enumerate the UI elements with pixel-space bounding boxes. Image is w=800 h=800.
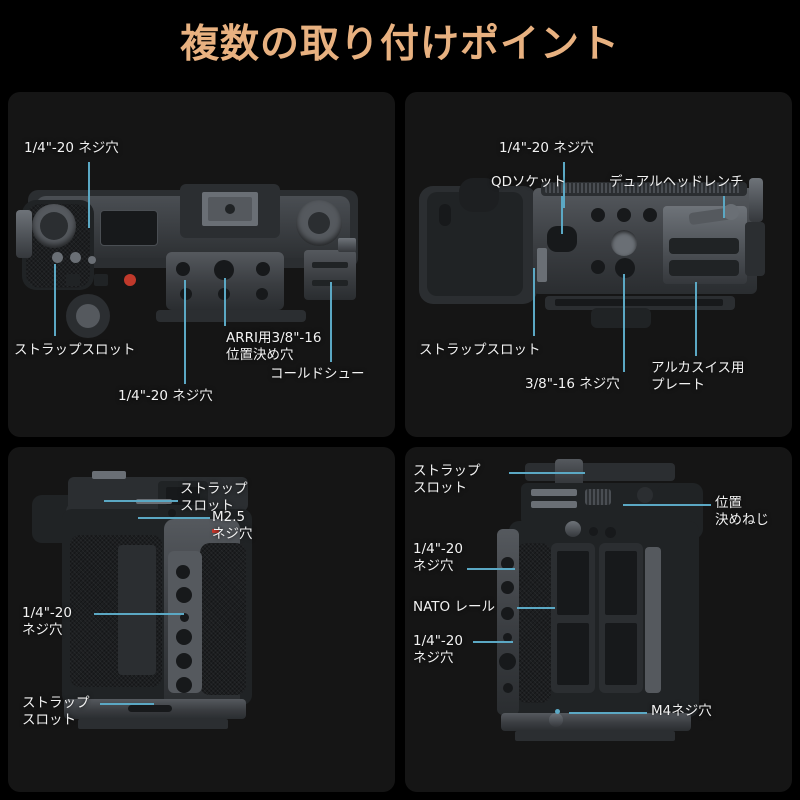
leader-quarter-20-screw-hole [467,568,515,570]
label-three-eighths-16-screw-hole: 3/8"-16 ネジ穴 [525,376,620,392]
label-arri-locating-hole: ARRI用3/8"-16 位置決め穴 [226,330,322,364]
page-title: 複数の取り付けポイント [179,21,620,67]
label-quarter-20-screw-hole: 1/4"-20 ネジ穴 [499,140,594,156]
label-strap-slot: ストラップ スロット [413,463,481,497]
leader-strap-slot [54,264,56,336]
leader-strap-slot [509,472,585,474]
leader-three-eighths-16-screw-hole [623,274,625,372]
label-arca-swiss-plate: アルカスイス用 プレート [651,360,745,394]
leader-qd-socket [561,196,563,234]
label-cold-shoe: コールドシュー [270,366,365,382]
camera-cage-bottom-view-photo [405,92,792,437]
camera-cage-right-side-view-photo [8,447,395,792]
leader-quarter-20-screw-hole [563,162,565,208]
label-nato-rail: NATO レール [413,599,495,615]
leader-nato-rail [517,607,555,609]
page-title-bar: 複数の取り付けポイント [0,0,800,88]
label-m4-screw-hole: M4ネジ穴 [651,703,712,719]
leader-dual-head-wrench [723,196,725,218]
leader-quarter-20-screw-hole [94,613,184,615]
leader-arri-locating-hole [224,278,226,326]
label-m2-5-screw-hole: M2.5 ネジ穴 [212,509,253,543]
panel-bottom-right: ストラップ スロット 位置 決めねじ 1/4"-20 ネジ穴 NATO レール … [405,447,792,792]
leader-strap-slot [533,268,535,336]
camera-cage-top-view-photo [8,92,395,437]
leader-strap-slot-bottom [100,703,154,705]
label-strap-slot: ストラップスロット [14,342,136,358]
label-quarter-20-screw-hole: 1/4"-20 ネジ穴 [413,541,463,575]
camera-cage-left-side-view-photo [405,447,792,792]
label-quarter-20-screw-hole-lower: 1/4"-20 ネジ穴 [413,633,463,667]
label-locating-screw: 位置 決めねじ [715,495,769,529]
leader-m2-5-screw-hole [138,517,210,519]
panel-top-left: 1/4"-20 ネジ穴 ストラップスロット ARRI用3/8"-16 位置決め穴… [8,92,395,437]
label-quarter-20-screw-hole: 1/4"-20 ネジ穴 [24,140,119,156]
leader-quarter-20-screw-hole-2 [184,280,186,384]
label-quarter-20-screw-hole-2: 1/4"-20 ネジ穴 [118,388,213,404]
label-strap-slot: ストラップスロット [419,342,541,358]
leader-endpoint-dot-m4 [555,709,560,714]
panel-grid: 1/4"-20 ネジ穴 ストラップスロット ARRI用3/8"-16 位置決め穴… [8,92,792,792]
label-qd-socket: QDソケット [491,174,567,190]
label-strap-slot-bottom: ストラップ スロット [22,695,90,729]
leader-quarter-20-screw-hole [88,162,90,228]
leader-m4-screw-hole [569,712,647,714]
panel-bottom-left: ストラップ スロット M2.5 ネジ穴 1/4"-20 ネジ穴 ストラップ スロ… [8,447,395,792]
label-strap-slot-top: ストラップ スロット [180,481,248,515]
leader-strap-slot-top [104,500,178,502]
leader-cold-shoe [330,282,332,362]
label-quarter-20-screw-hole: 1/4"-20 ネジ穴 [22,605,72,639]
panel-top-right: 1/4"-20 ネジ穴 QDソケット デュアルヘッドレンチ ストラップスロット … [405,92,792,437]
leader-quarter-20-screw-hole-lower [473,641,513,643]
leader-arca-swiss-plate [695,282,697,356]
label-dual-head-wrench: デュアルヘッドレンチ [609,174,744,190]
leader-locating-screw [623,504,711,506]
